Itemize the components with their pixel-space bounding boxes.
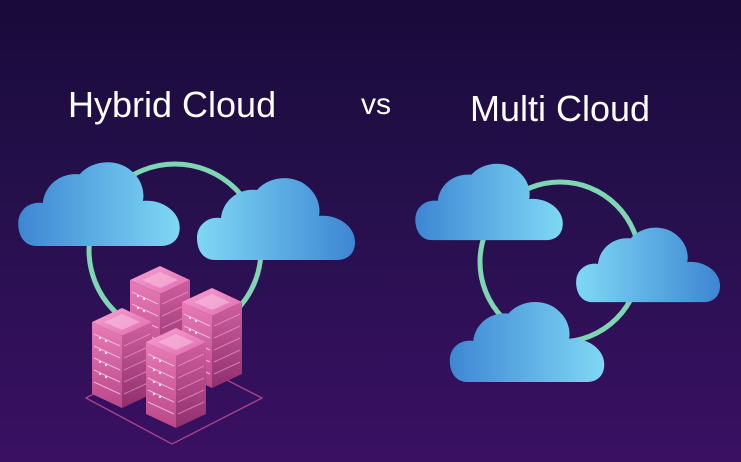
cloud-icon <box>576 227 721 303</box>
cloud-icon <box>18 162 180 246</box>
cloud-icon <box>415 163 563 241</box>
cloud-icon <box>197 178 355 260</box>
versus-label: vs <box>361 88 391 121</box>
hybrid-cloud-title: Hybrid Cloud <box>68 84 277 125</box>
cloud-icon <box>449 301 605 383</box>
multi-cloud-title: Multi Cloud <box>470 88 651 129</box>
server-rack-icon <box>91 265 243 429</box>
